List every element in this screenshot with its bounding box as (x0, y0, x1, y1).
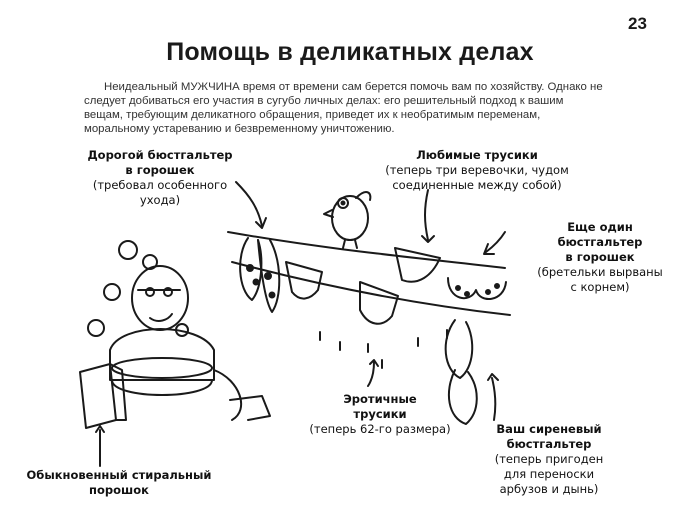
caption-bra-dotted-line1: Дорогой бюстгальтер (87, 148, 233, 162)
caption-bra-another-line3: в горошек (565, 250, 635, 264)
caption-bra-lilac-line2: бюстгальтер (506, 437, 592, 451)
bird-drawing (323, 191, 372, 249)
man-drawing (109, 265, 271, 421)
caption-powder-line1: Обыкновенный стиральный (26, 468, 212, 482)
caption-panties-fav-line1: Любимые трусики (416, 148, 538, 162)
bra-lilac-drawing (444, 319, 478, 425)
caption-bra-lilac-line5: арбузов и дынь) (499, 482, 599, 496)
pointer-arrows (95, 181, 506, 467)
caption-bra-lilac-line4: для переноски (503, 467, 595, 481)
page-number: 23 (628, 14, 647, 33)
caption-bra-another-line2: бюстгальтер (557, 235, 643, 249)
caption-bra-lilac-line1: Ваш сиреневый (496, 422, 602, 436)
caption-bra-dotted-line4: ухода) (139, 193, 181, 207)
caption-panties-erotic-line3: (теперь 62-го размера) (309, 422, 451, 436)
caption-powder: Обыкновенный стиральный порошок (14, 468, 224, 498)
caption-panties-erotic: Эротичные трусики (теперь 62-го размера) (300, 392, 460, 437)
caption-bra-dotted-line2: в горошек (125, 163, 195, 177)
caption-bra-another-line4: (бретельки вырваны (537, 265, 663, 279)
clothesline-upper (227, 231, 506, 269)
caption-panties-erotic-line2: трусики (353, 407, 407, 421)
caption-bra-another-line5: с корнем) (570, 280, 630, 294)
clothesline-lower (231, 261, 511, 316)
panties-drawing (285, 247, 441, 325)
powder-box-drawing (79, 363, 127, 429)
intro-paragraph: Неидеальный МУЖЧИНА время от времени сам… (84, 81, 603, 135)
caption-panties-fav-line3: соединенные между собой) (392, 178, 562, 192)
caption-bra-another-line1: Еще один (567, 220, 633, 234)
caption-bra-lilac: Ваш сиреневый бюстгальтер (теперь пригод… (474, 422, 624, 497)
page-title: Помощь в деликатных делах (166, 38, 534, 66)
caption-bra-another: Еще один бюстгальтер в горошек (бретельк… (512, 220, 688, 295)
caption-panties-erotic-line1: Эротичные (343, 392, 417, 406)
caption-bra-dotted: Дорогой бюстгальтер в горошек (требовал … (80, 148, 240, 208)
caption-powder-line2: порошок (89, 483, 149, 497)
caption-bra-lilac-line3: (теперь пригоден (494, 452, 604, 466)
soap-bubbles (87, 240, 158, 337)
caption-panties-fav: Любимые трусики (теперь три веревочки, ч… (382, 148, 572, 193)
caption-bra-dotted-line3: (требовал особенного (92, 178, 228, 192)
caption-panties-fav-line2: (теперь три веревочки, чудом (385, 163, 569, 177)
bra-another-drawing (447, 277, 507, 300)
bra-dotted-drawing (239, 237, 281, 313)
water-drops (319, 329, 448, 369)
